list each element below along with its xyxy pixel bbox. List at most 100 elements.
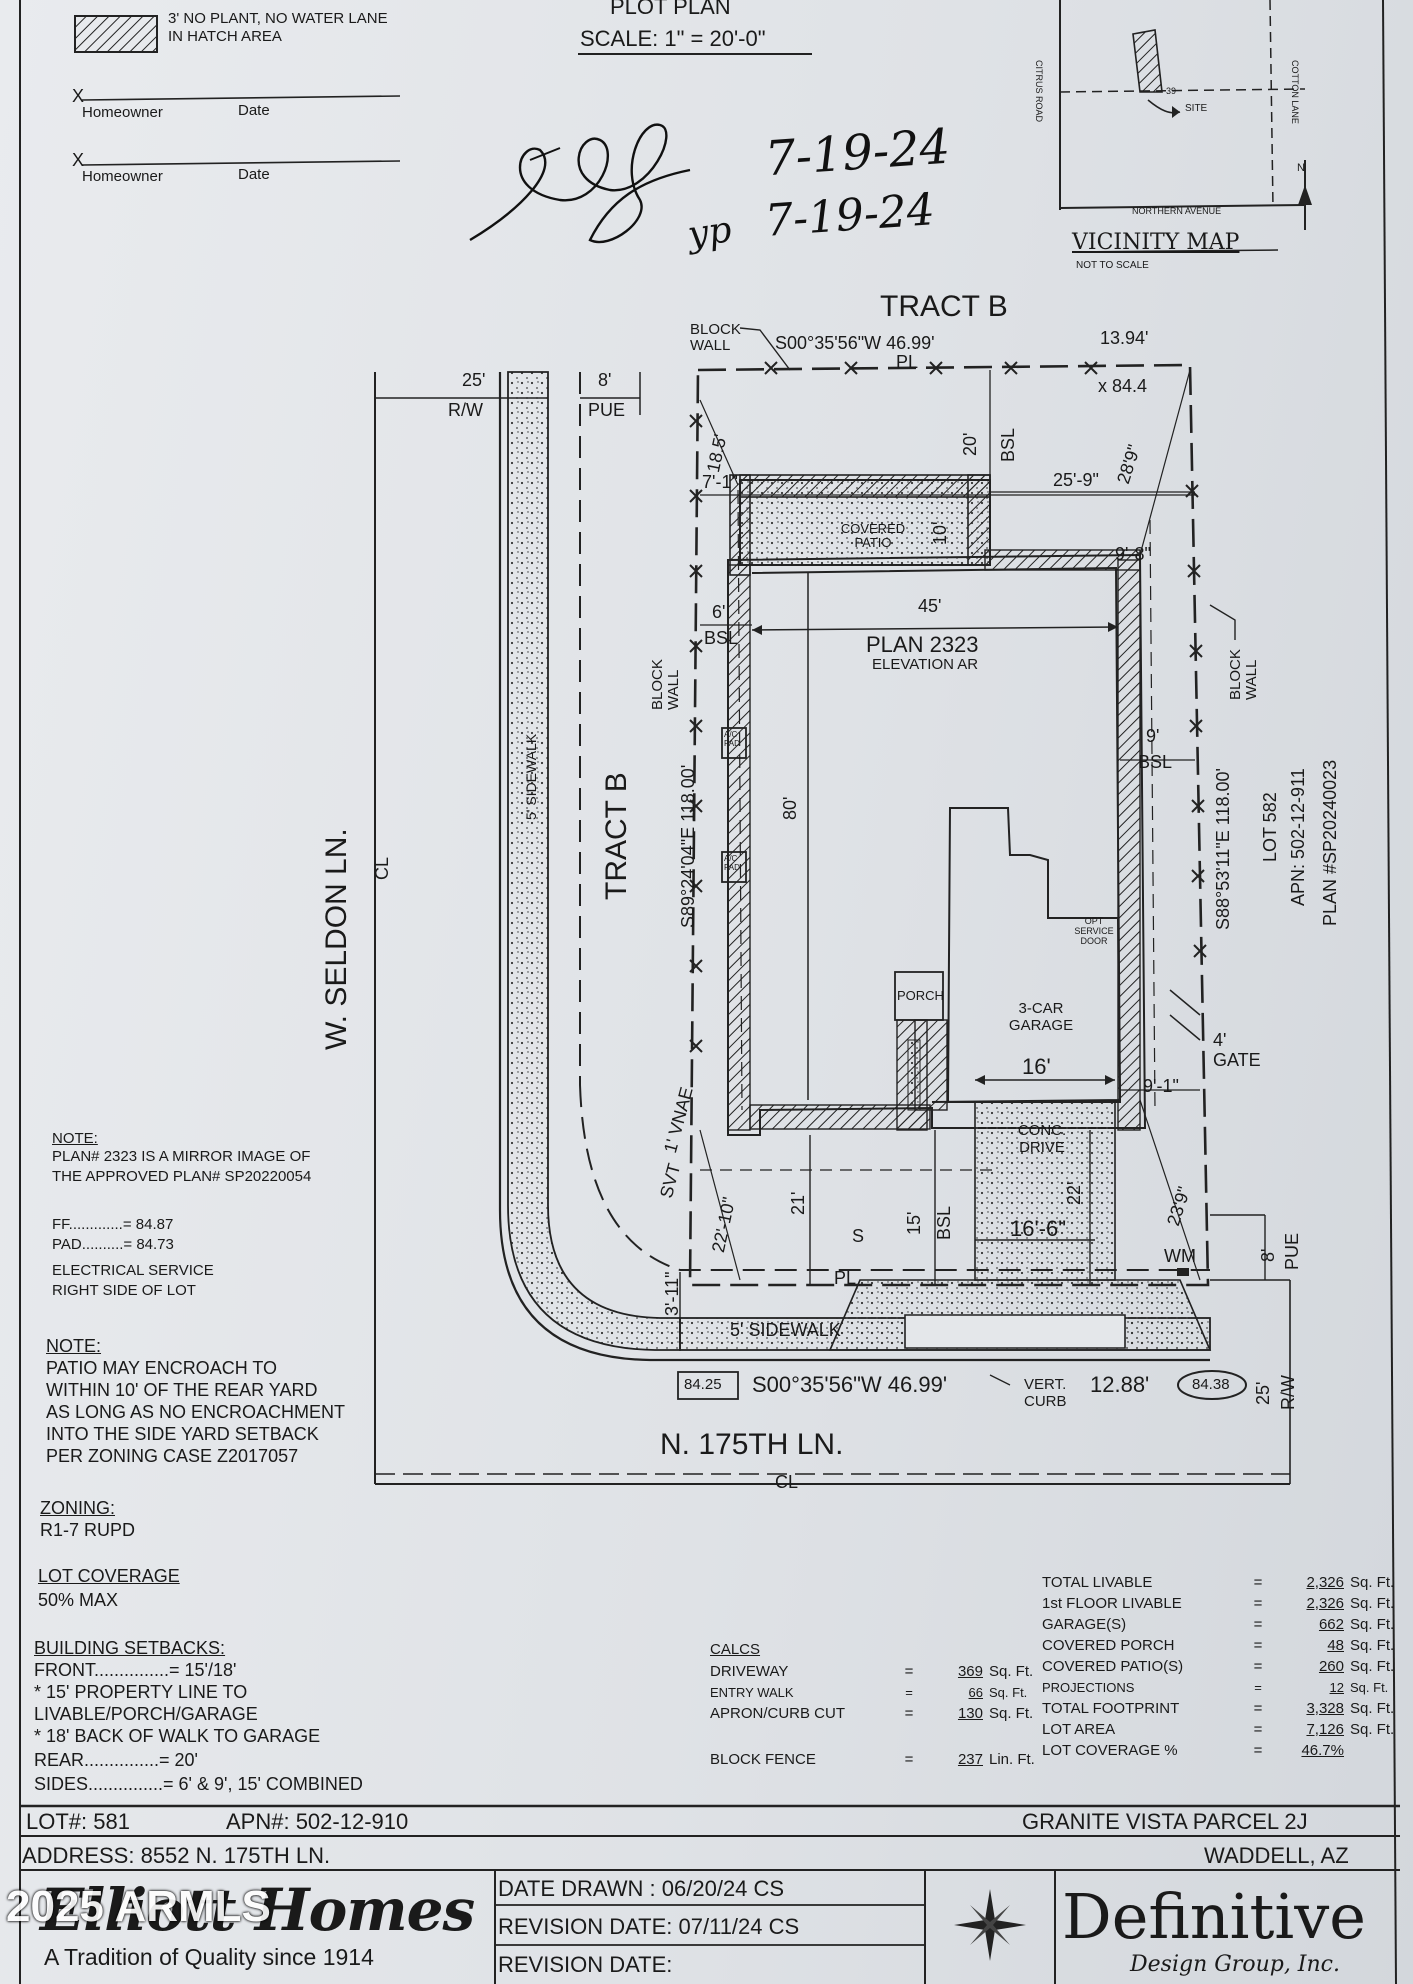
vicinity-number: 39 [1166, 86, 1177, 96]
plot-plan-title: PLOT PLAN [610, 0, 731, 19]
plot-plan-scale: SCALE: 1" = 20'-0" [580, 26, 766, 51]
block-wall-top-label: BLOCK WALL [690, 321, 741, 354]
apn-582-label: APN: 502-12-911 [1288, 768, 1308, 906]
note2-line-2: AS LONG AS NO ENCROACHMENT [46, 1402, 346, 1422]
dim-12-88: 12.88' [1090, 1372, 1150, 1397]
top-right-dim: 13.94' [1100, 328, 1149, 348]
area-row: LOT COVERAGE %=46.7% [1042, 1742, 1344, 1759]
bottom-bearing: S00°35'56"W 46.99' [752, 1372, 948, 1397]
lot-582-label: LOT 582 [1260, 792, 1280, 862]
vicinity-road-right: COTTON LANE [1290, 60, 1300, 124]
watermark: 2025 ARMLS [6, 1882, 271, 1931]
zoning-value: R1-7 RUPD [40, 1520, 136, 1540]
builder-logo: Elliott Homes [40, 1876, 475, 1944]
block-wall-right-label: BLOCK WALL [1227, 649, 1260, 700]
right-bearing: S88°53'11"E 118.00' [1213, 768, 1233, 930]
plan-label: PLAN 2323 [866, 632, 979, 657]
cl-left: CL [372, 856, 392, 880]
builder-tagline: A Tradition of Quality since 1914 [44, 1944, 374, 1970]
rw-left-label: R/W [448, 400, 483, 420]
rw-bottom-dim: 25' [1253, 1381, 1273, 1405]
ac-pad-1: A/C PAD [724, 730, 740, 748]
pue-label: PUE [588, 400, 626, 420]
dim-20: 20' [960, 432, 980, 456]
pue-dim: 8' [598, 370, 612, 390]
street-bottom-label: N. 175TH LN. [660, 1428, 844, 1461]
spot-elevation: x 84.4 [1098, 376, 1148, 396]
opt-service-door: OPT SERVICE DOOR [1074, 916, 1114, 946]
tract-top-label: TRACT B [880, 290, 1008, 323]
top-bearing: S00°35'56"W 46.99' [775, 333, 935, 353]
zoning-head: ZONING: [40, 1498, 115, 1518]
dim-3-11: 3'-11" [662, 1271, 682, 1316]
dim-9-1: 9'-1" [1143, 1076, 1179, 1096]
revision-date-2: REVISION DATE: [498, 1952, 673, 1977]
pue-right-dim: 8' [1258, 1248, 1278, 1262]
note1-line1: PLAN# 2323 IS A MIRROR IMAGE OF [52, 1148, 311, 1165]
pl-bottom: PL [834, 1268, 857, 1288]
plan-582-label: PLAN #SP20240023 [1320, 759, 1340, 926]
pl-top: PL [896, 352, 919, 372]
dim-9: 9' [1146, 726, 1160, 746]
dim-45: 45' [918, 596, 942, 616]
coverage-head: LOT COVERAGE [38, 1566, 180, 1586]
ac-pad-2: A/C PAD [724, 854, 740, 872]
signature-x-2: X [72, 150, 85, 170]
rw-left-dim: 25' [462, 370, 486, 390]
vicinity-road-left: CITRUS ROAD [1034, 60, 1044, 123]
signature-x-1: X [72, 86, 85, 106]
dim-16-6: 16'-6" [1010, 1216, 1067, 1241]
vicinity-site: SITE [1185, 103, 1208, 114]
setbacks-head: BUILDING SETBACKS: [34, 1638, 226, 1658]
dim-16: 16' [1022, 1054, 1051, 1079]
note2-line-1: WITHIN 10' OF THE REAR YARD [46, 1380, 318, 1400]
garage-label: 3-CAR GARAGE [1008, 1000, 1074, 1034]
dim-25-9: 25'-9" [1053, 470, 1099, 490]
note2-line-3: INTO THE SIDE YARD SETBACK [46, 1424, 319, 1444]
dim-15: 15' [904, 1211, 924, 1235]
note1-head: NOTE: [52, 1130, 98, 1147]
setbacks-line-3: * 18' BACK OF WALK TO GARAGE [34, 1726, 321, 1746]
setbacks-line-4: REAR...............= 20' [34, 1750, 198, 1770]
address: ADDRESS: 8552 N. 175TH LN. [22, 1843, 331, 1868]
homeowner-label-2: Homeowner [82, 168, 163, 185]
setbacks-line-0: FRONT...............= 15'/18' [34, 1660, 237, 1680]
sidewalk-left-label: 5' SIDEWALK [523, 733, 539, 820]
handwritten-initials: yp [685, 209, 735, 256]
setbacks-line-2: LIVABLE/PORCH/GARAGE [34, 1704, 258, 1724]
city: WADDELL, AZ [1204, 1843, 1349, 1868]
note2-line-0: PATIO MAY ENCROACH TO [46, 1358, 278, 1378]
wm-label: WM [1164, 1246, 1196, 1266]
revision-date-1: REVISION DATE: 07/11/24 CS [498, 1914, 800, 1939]
setbacks-line-5: SIDES...............= 6' & 9', 15' COMBI… [34, 1774, 363, 1794]
date-label-1: Date [238, 102, 270, 119]
elev-left: 84.25 [684, 1376, 722, 1393]
elev-right: 84.38 [1192, 1376, 1230, 1393]
pad-elev: PAD..........= 84.73 [52, 1236, 174, 1253]
cl-bottom: CL [775, 1472, 799, 1492]
bsl-front: BSL [934, 1205, 954, 1240]
vert-curb-label: VERT. CURB [1024, 1376, 1067, 1410]
dim-6: 6' [712, 602, 726, 622]
dim-10: 10' [930, 521, 950, 545]
block-wall-left-label: BLOCK WALL [649, 659, 682, 710]
calcs-head: CALCS [710, 1641, 761, 1658]
note2-head: NOTE: [46, 1336, 102, 1356]
vicinity-subtitle: NOT TO SCALE [1076, 260, 1149, 271]
note1-line2: THE APPROVED PLAN# SP20220054 [52, 1168, 312, 1185]
subdivision-name: GRANITE VISTA PARCEL 2J [1022, 1809, 1308, 1834]
dim-7-1: 7'-1" [702, 472, 738, 492]
vicinity-north: N [1297, 162, 1305, 174]
